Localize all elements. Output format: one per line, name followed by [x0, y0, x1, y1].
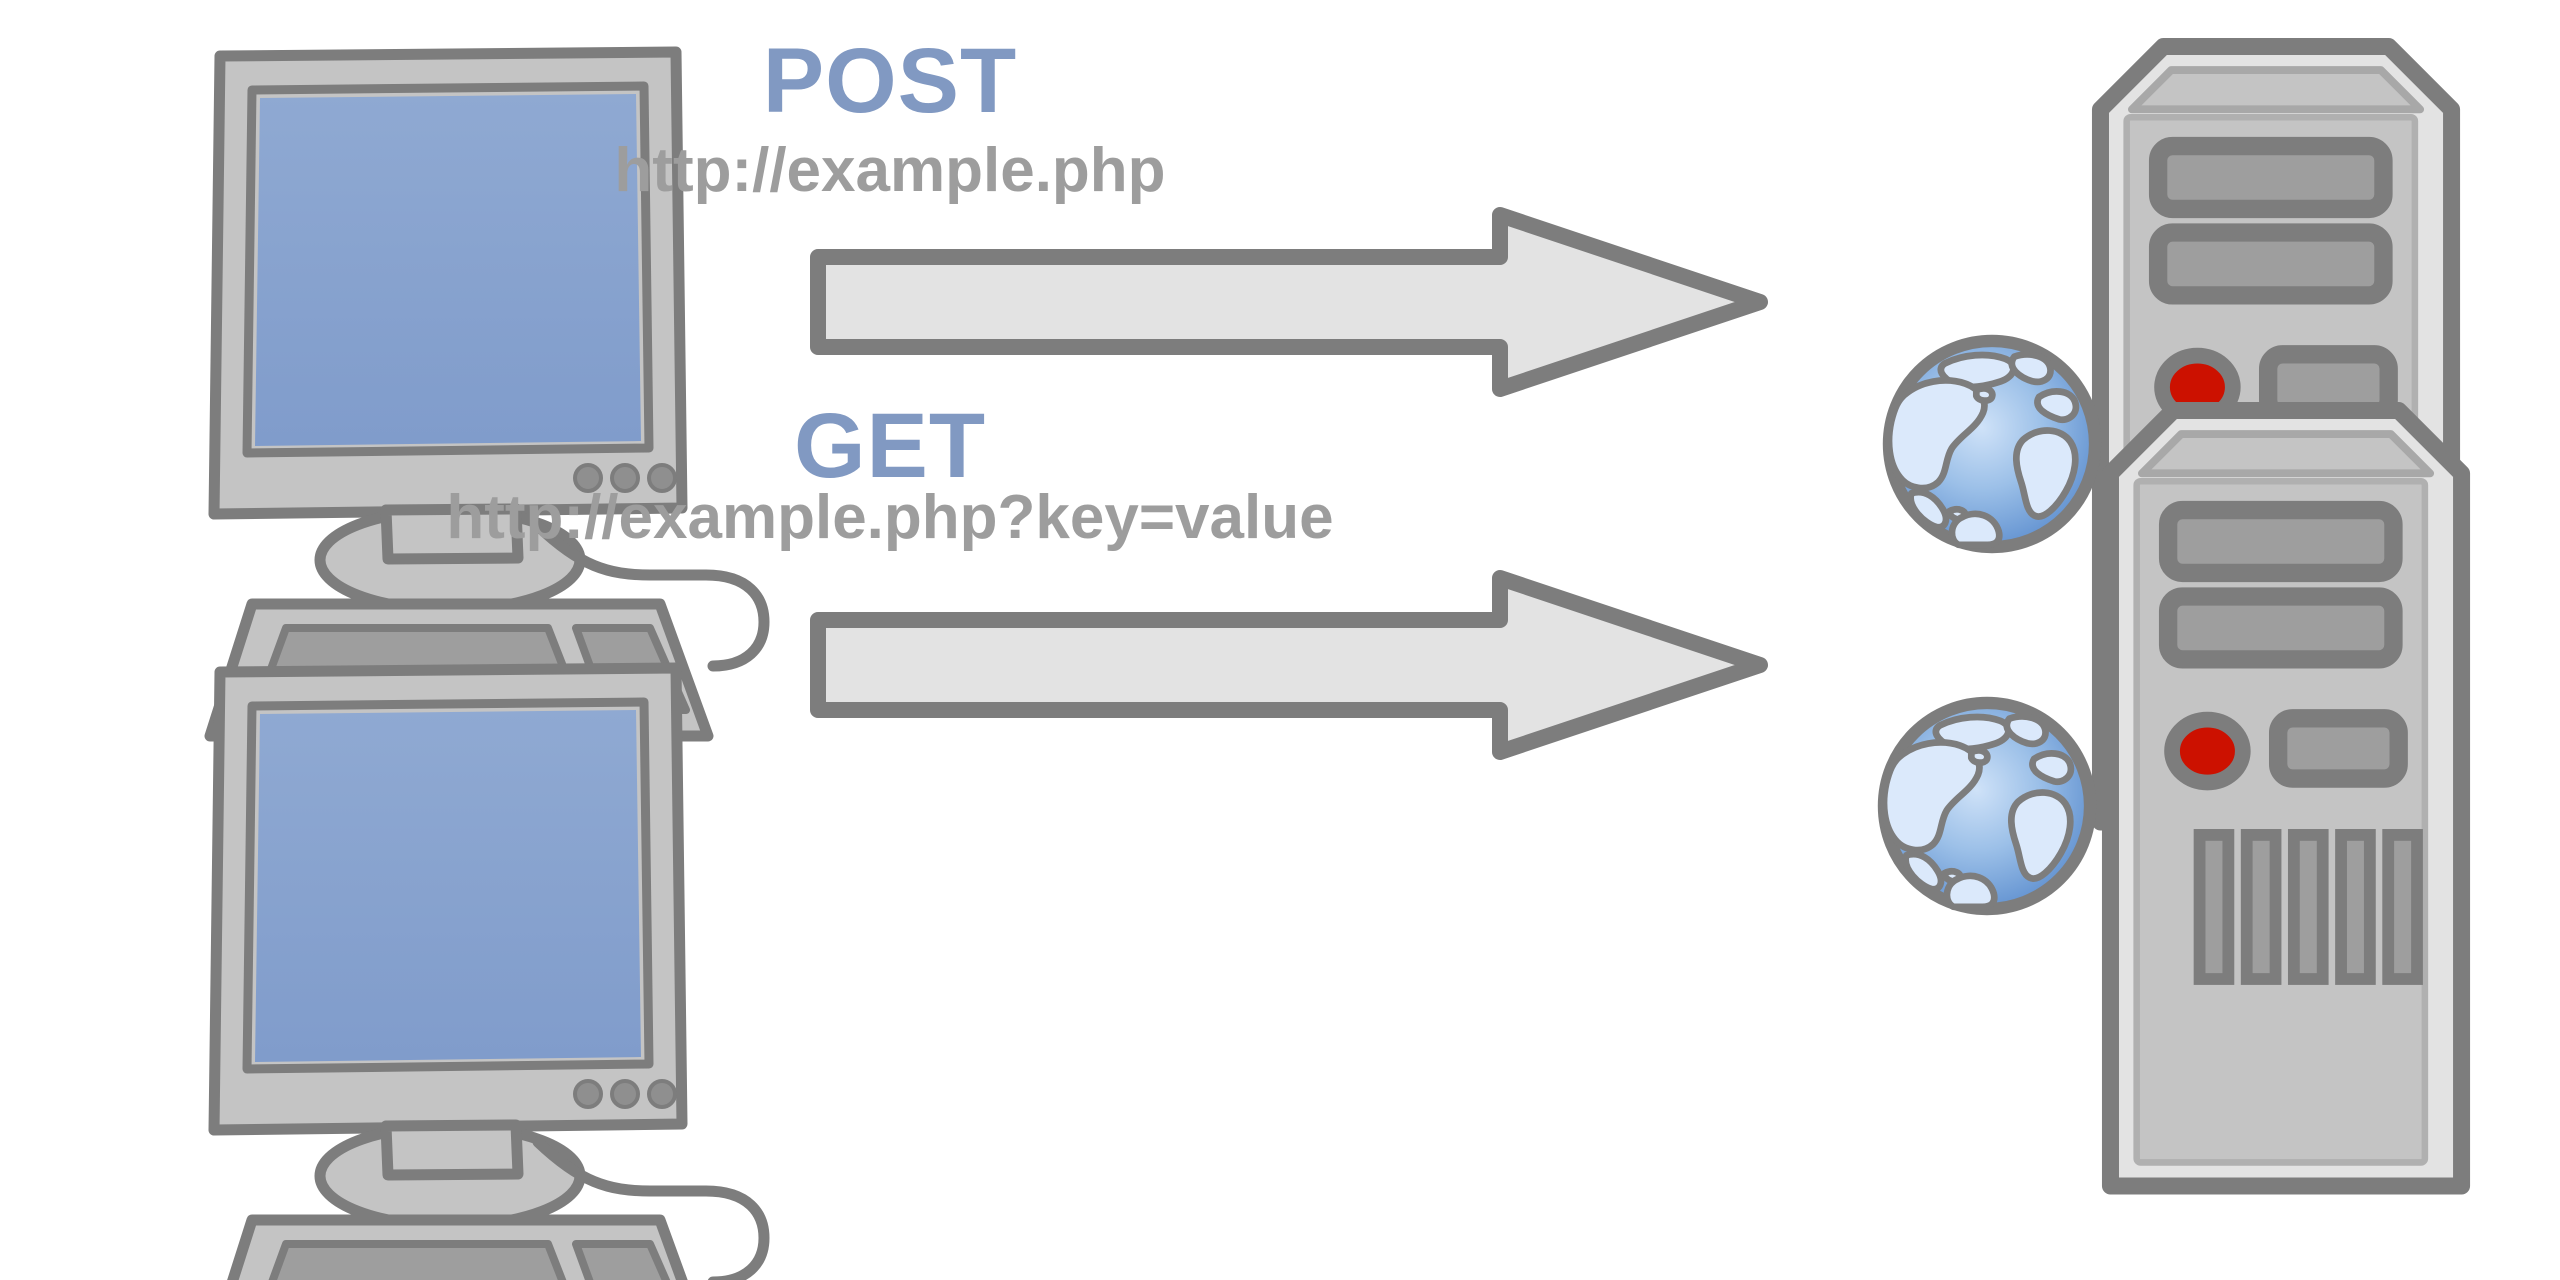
server-tower-icon: [2110, 410, 2461, 1186]
right-arrow-icon: [818, 215, 1760, 389]
post-method-label: POST: [762, 30, 1018, 132]
globe-icon: [1884, 703, 2090, 909]
get-method-label: GET: [793, 395, 987, 497]
post-url-label: http://example.php: [614, 136, 1166, 205]
desktop-computer-icon: [210, 668, 764, 1280]
get-url-label: http://example.php?key=value: [446, 483, 1334, 552]
globe-icon: [1889, 341, 2095, 547]
right-arrow-icon: [818, 578, 1760, 752]
